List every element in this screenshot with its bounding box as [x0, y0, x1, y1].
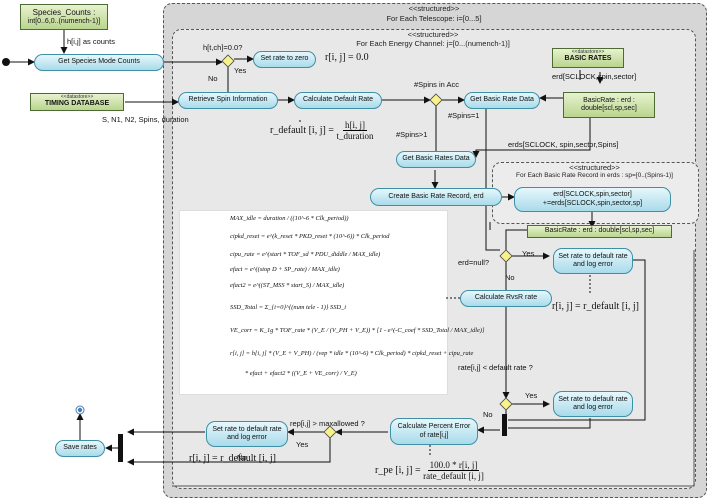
label-hij-counts: h[i,j] as counts	[67, 37, 115, 46]
label-spins-gt1: #Spins>1	[396, 130, 428, 139]
eq-rpe: r_pe [i, j] = 100.0 * r[i, j] rate_defau…	[375, 460, 484, 481]
action-get-basic-rate[interactable]: Get Basic Rate Data	[464, 92, 540, 109]
label-erds-sclock: erds[SCLOCK, spin,sector,Spins]	[508, 140, 619, 149]
join-bar-2	[118, 434, 123, 462]
label-timing-outputs: S, N1, N2, Spins, duration	[102, 115, 189, 124]
label-rep-gt: rep[i,j] > maxallowed ?	[290, 419, 365, 428]
initial-node	[2, 58, 10, 66]
action-accumulate[interactable]: erd[SCLOCK,spin,sector] +=erds[SCLOCK,sp…	[514, 187, 671, 212]
formula-rate: r[i, j] = h[i, j] * (V_E + V_PH) / (vep …	[230, 350, 474, 357]
action-calc-rvsr[interactable]: Calculate RvsR rate	[460, 290, 552, 307]
action-retrieve-spin[interactable]: Retrieve Spin Information	[178, 92, 278, 109]
action-set-default-3[interactable]: Set rate to default rate and log error	[206, 421, 288, 447]
label-yes-1: Yes	[234, 66, 247, 75]
action-set-zero[interactable]: Set rate to zero	[253, 51, 316, 68]
join-bar-1	[502, 414, 507, 436]
label-htch: h[t,ch]=0.0?	[203, 43, 243, 52]
basic-rate-pin: BasicRate : erd : double[scl,sp,sec]	[563, 92, 655, 118]
label-rate-lt: rate[i,j] < default rate ?	[458, 363, 533, 372]
label-yes-3: Yes	[525, 391, 538, 400]
formula-cipkd: cipkd_reset = e^(k_reset * PKD_reset * (…	[230, 233, 390, 240]
action-get-species[interactable]: Get Species Mode Counts	[34, 54, 164, 71]
label-yes-4: Yes	[296, 440, 309, 449]
energy-loop-stereotype: <<structured>>	[407, 30, 459, 39]
action-set-default-1[interactable]: Set rate to default rate and log error	[553, 248, 633, 274]
action-calc-percent[interactable]: Calculate Percent Error of rate[i,j]	[390, 418, 478, 445]
formula-max-idle: MAX_idle = duration / ((10^-6 * Clk_peri…	[230, 215, 349, 222]
decision-rep-gt	[323, 425, 337, 439]
basic-rates-store: <<datastore>> BASIC RATES	[552, 48, 624, 68]
energy-loop-title: For Each Energy Channel: j=[0...(numench…	[356, 39, 510, 48]
action-create-record[interactable]: Create Basic Rate Record, erd	[370, 188, 502, 206]
formula-efact: efact = e^((stop D + SP_rate) / MAX_idle…	[230, 266, 340, 273]
decision-rate-lt	[499, 397, 513, 411]
label-no-1: No	[208, 74, 218, 83]
telescope-loop-stereotype: <<structured>>	[408, 4, 460, 13]
label-no-2: No	[505, 273, 515, 282]
decision-spins	[429, 93, 443, 107]
timing-database-store: <<datastore>> TIMING DATABASE	[30, 93, 124, 111]
eq-r-zero: r[i, j] = 0.0	[325, 52, 369, 63]
label-erd-null: erd=null?	[458, 258, 490, 267]
label-no-3: No	[483, 410, 493, 419]
eq-r-eq-default-2: r[i, j] = r_default [i, j]	[189, 453, 276, 464]
basic-rate-pin-2: BasicRate : erd : double[scl,sp,sec]	[527, 225, 672, 238]
action-get-basic-rates[interactable]: Get Basic Rates Data	[396, 151, 476, 168]
formula-efact2: efact2 = e^((ST_MSS * start_S) / MAX_idl…	[230, 282, 345, 289]
action-set-default-2[interactable]: Set rate to default rate and log error	[553, 391, 633, 417]
label-spins-in-acc: #Spins in Acc	[414, 80, 460, 89]
formula-panel	[179, 210, 448, 395]
record-loop-title: For Each Basic Rate Record in erds : sp=…	[516, 172, 673, 179]
formula-ve-corr: VE_corr = K_1g * TOF_rate * (V_E / (V_PH…	[230, 327, 485, 334]
label-spins-eq1: #Spins=1	[448, 111, 480, 120]
record-loop-stereotype: <<structured>>	[569, 163, 620, 172]
eq-r-default: r_default [i, j] = h[i, j] t_duration	[270, 120, 374, 141]
formula-rate-cont: * efact + efact2 * ((V_E + VE_corr) / V_…	[245, 370, 357, 377]
label-yes-2: Yes	[522, 249, 535, 258]
decision-htch	[221, 54, 235, 68]
action-calc-default[interactable]: Calculate Default Rate	[294, 92, 382, 109]
species-counts-pin: Species_Counts : int[0..6,0..(numench-1)…	[20, 4, 108, 30]
decision-erd-null	[499, 249, 513, 263]
label-no-4: No	[237, 453, 247, 462]
formula-ssd-total: SSD_Total = Σ_{i=0}^{(num tele - 1)} SSD…	[230, 304, 346, 311]
label-erd-sclock: erd[SCLOCK,spin,sector]	[552, 72, 637, 81]
eq-r-eq-default-1: r[i, j] = r_default [i, j]	[552, 301, 639, 312]
action-save-rates[interactable]: Save rates	[55, 440, 105, 457]
formula-cipu: cipu_rate = e^(start * TOF_sd * PDU_didd…	[230, 251, 381, 258]
telescope-loop-title: For Each Telescope: i=[0...5]	[386, 14, 482, 23]
